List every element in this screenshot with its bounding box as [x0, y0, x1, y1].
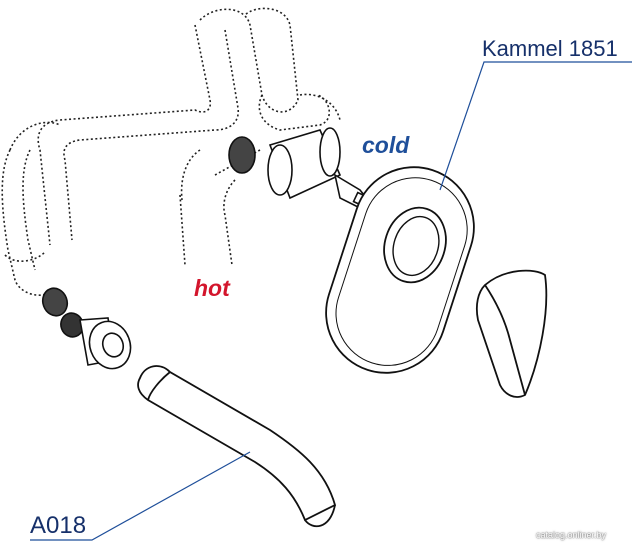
hot-connector-fittings [41, 287, 132, 370]
spout-model-label: A018 [30, 512, 87, 539]
dotted-pipes [1, 7, 341, 296]
leader-line-spout [30, 451, 251, 541]
lever-handle [475, 269, 548, 398]
mixer-model-label: Kammel 1851 [482, 36, 618, 61]
spout [137, 365, 337, 528]
cold-label: cold [362, 132, 410, 158]
watermark: catalog.onliner.by [536, 530, 607, 540]
cover-plate [325, 166, 475, 374]
leader-lines [30, 61, 632, 541]
hot-label: hot [194, 275, 230, 301]
leader-line-mixer [439, 61, 632, 191]
cartridge [228, 127, 372, 209]
